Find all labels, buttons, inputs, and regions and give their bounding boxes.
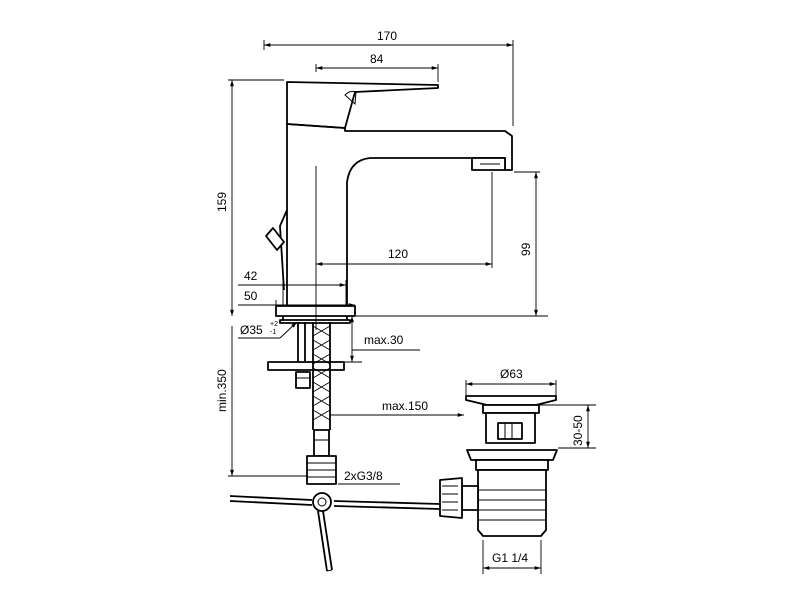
fixing-shank: [267, 322, 345, 389]
dim-max-30: max.30: [364, 333, 404, 347]
dim-hose-connection: 2xG3/8: [344, 469, 383, 483]
dim-159: 159: [215, 192, 229, 212]
dim-50: 50: [244, 289, 258, 303]
dim-hole-tolerance-minus: -1: [270, 329, 276, 336]
dim-waste-thread: G1 1/4: [492, 551, 528, 565]
dim-42: 42: [244, 269, 258, 283]
dim-170: 170: [377, 29, 397, 43]
dim-hole-tolerance-plus: +2: [270, 321, 278, 328]
dim-99: 99: [519, 242, 533, 256]
dim-hole-diameter: Ø35: [240, 323, 263, 337]
base-plate: [275, 305, 356, 324]
dim-waste-height: 30-50: [571, 415, 585, 446]
dim-waste-diameter: Ø63: [500, 367, 523, 381]
dim-84: 84: [370, 52, 384, 66]
dim-120: 120: [388, 247, 408, 261]
flexible-hose: [306, 322, 337, 485]
dimension-lines: [228, 40, 596, 574]
waste-assembly: [439, 395, 558, 537]
popup-rod-assembly: [229, 492, 441, 572]
dim-min-350: min.350: [215, 369, 229, 412]
faucet-body: [265, 81, 513, 306]
dim-max-150: max.150: [382, 399, 428, 413]
